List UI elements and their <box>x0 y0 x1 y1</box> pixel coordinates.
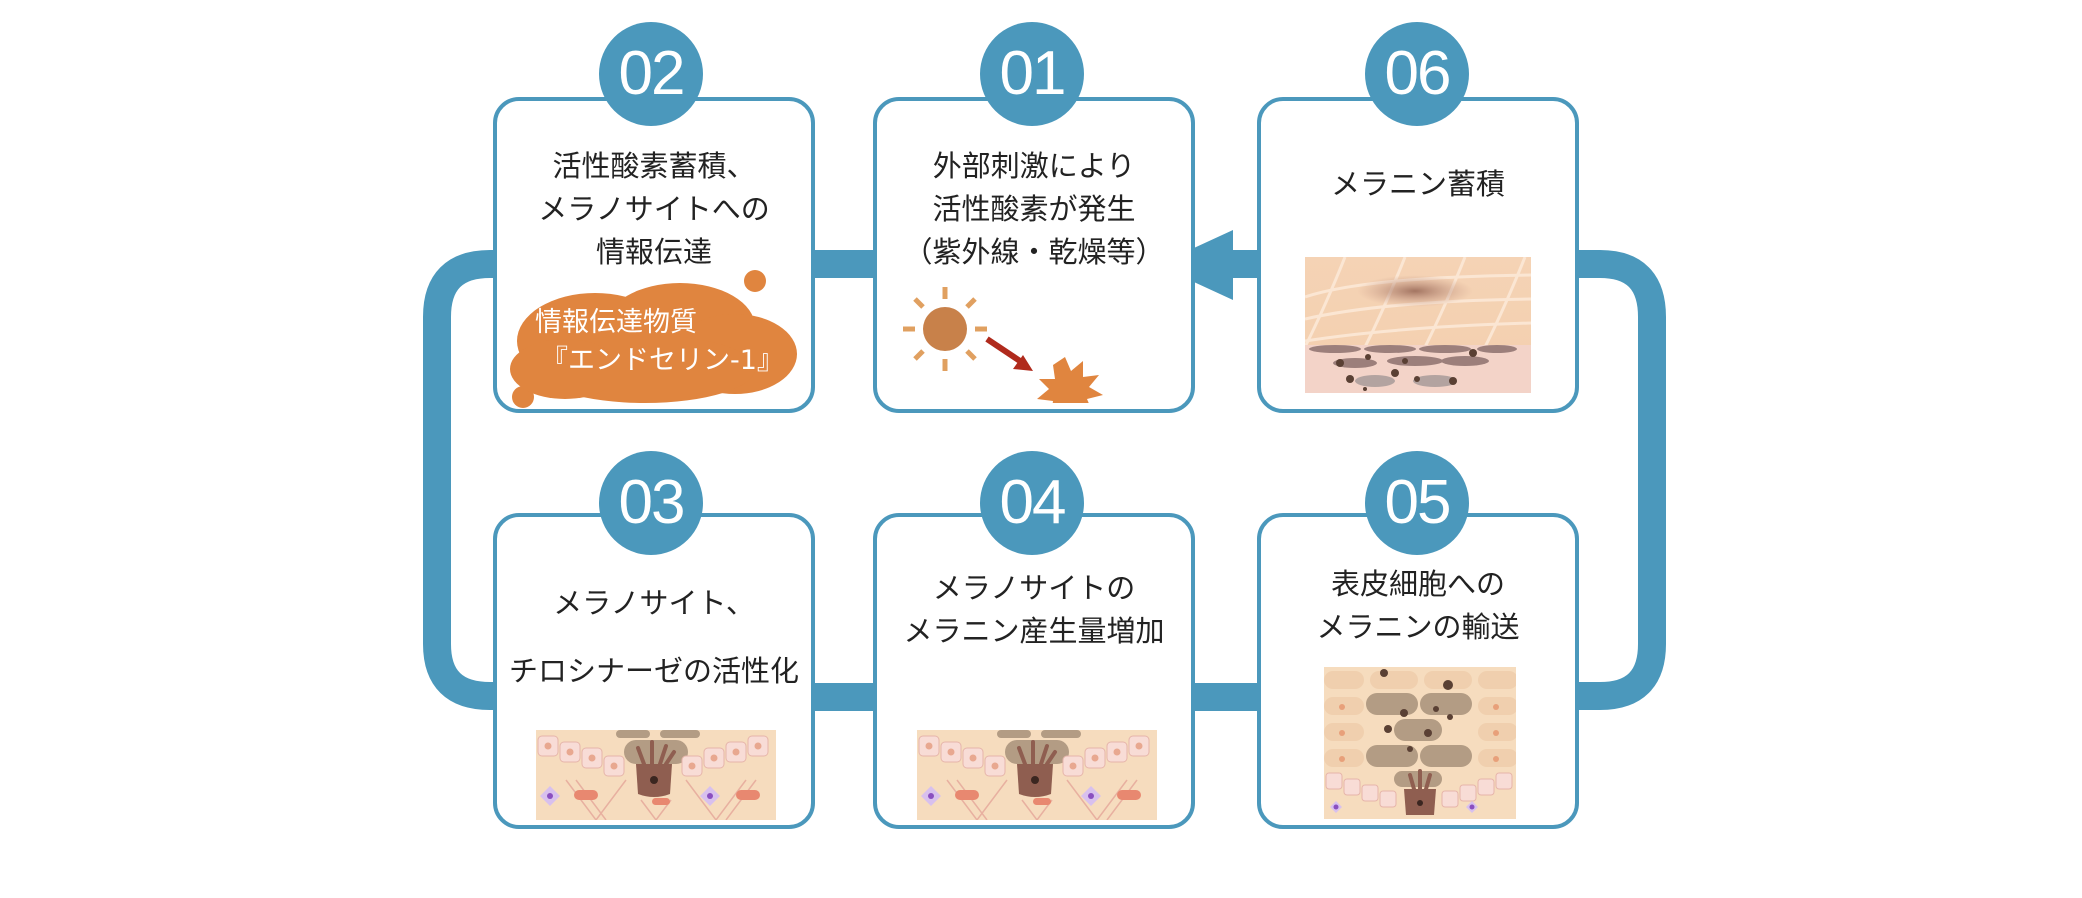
callout-line-1: 情報伝達物質 <box>535 307 697 338</box>
step-05-line-2: メラニンの輸送 <box>1316 610 1520 644</box>
connector-03-04 <box>812 683 876 711</box>
arrow-06-to-01 <box>1157 230 1260 300</box>
step-03-text: メラノサイト、 チロシナーゼの活性化 <box>497 569 811 705</box>
step-02-text: 活性酸素蓄積、 メラノサイトへの 情報伝達 <box>497 145 811 274</box>
step-badge-06: 06 <box>1365 22 1469 126</box>
sun-icon <box>903 287 1103 403</box>
step-badge-05: 05 <box>1365 451 1469 555</box>
step-05-text: 表皮細胞への メラニンの輸送 <box>1261 563 1575 649</box>
step-card-03: メラノサイト、 チロシナーゼの活性化 <box>493 513 815 829</box>
step-05-line-1: 表皮細胞への <box>1330 567 1505 601</box>
right-loop-connector <box>1578 250 1666 710</box>
step-01-text: 外部刺激により 活性酸素が発生 （紫外線・乾燥等） <box>877 145 1191 274</box>
connector-04-05 <box>1194 683 1262 711</box>
melanocyte-illustration <box>536 730 776 820</box>
step-02-line-1: 活性酸素蓄積、 <box>552 149 756 183</box>
step-02-line-3: 情報伝達 <box>595 235 712 269</box>
step-03-line-1: メラノサイト、 <box>553 586 755 620</box>
step-04-line-2: メラニン産生量増加 <box>903 614 1165 648</box>
step-card-06: メラニン蓄積 <box>1257 97 1579 413</box>
melanin-transport-illustration <box>1324 667 1516 819</box>
skin-spot-illustration <box>1305 257 1531 393</box>
burst-icon <box>1037 357 1103 403</box>
step-03-line-2: チロシナーゼの活性化 <box>508 654 799 688</box>
step-02-line-2: メラノサイトへの <box>538 192 770 226</box>
step-04-line-1: メラノサイトの <box>932 571 1136 605</box>
step-card-05: 表皮細胞への メラニンの輸送 <box>1257 513 1579 829</box>
connector-02-01 <box>812 250 876 278</box>
step-01-line-3: （紫外線・乾燥等） <box>903 235 1165 269</box>
step-06-text: メラニン蓄積 <box>1261 163 1575 206</box>
step-01-line-2: 活性酸素が発生 <box>932 192 1136 226</box>
callout-line-2: 『エンドセリン-1』 <box>541 345 784 376</box>
step-04-text: メラノサイトの メラニン産生量増加 <box>877 567 1191 653</box>
step-06-line-1: メラニン蓄積 <box>1330 167 1505 201</box>
orange-cloud-callout <box>510 270 797 408</box>
step-card-01: 外部刺激により 活性酸素が発生 （紫外線・乾燥等） <box>873 97 1195 413</box>
callout-text: 情報伝達物質 『エンドセリン-1』 <box>535 304 784 380</box>
step-badge-04: 04 <box>980 451 1084 555</box>
melanocyte-illustration <box>917 730 1157 820</box>
step-badge-01: 01 <box>980 22 1084 126</box>
step-card-02: 活性酸素蓄積、 メラノサイトへの 情報伝達 情報伝達物質 『エンドセリン-1』 <box>493 97 815 413</box>
red-arrow-icon <box>985 336 1033 371</box>
step-badge-03: 03 <box>599 451 703 555</box>
step-01-line-1: 外部刺激により <box>932 149 1136 183</box>
left-loop-connector <box>423 250 496 710</box>
step-card-04: メラノサイトの メラニン産生量増加 <box>873 513 1195 829</box>
step-badge-02: 02 <box>599 22 703 126</box>
